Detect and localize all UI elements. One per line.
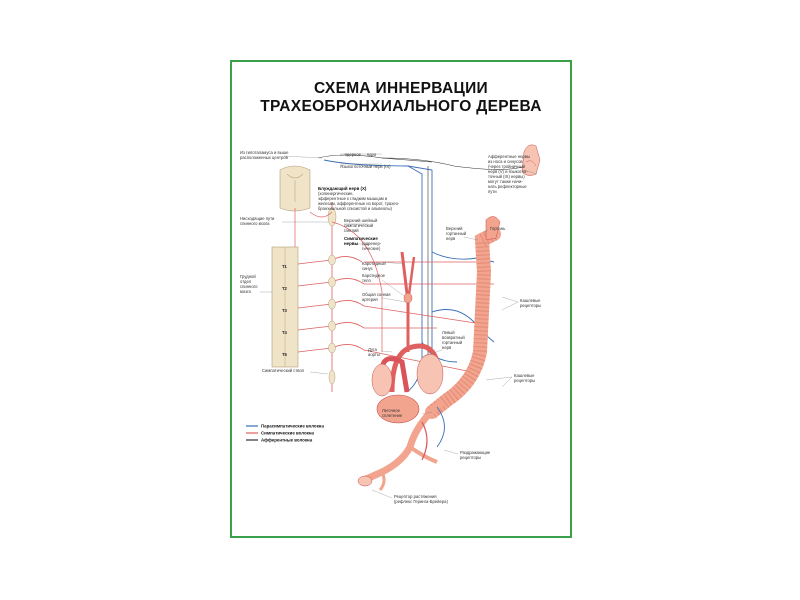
label-sympathetic-note-1: (адренер- — [362, 241, 382, 246]
legend: Парасимпатические волокна Симпатические … — [246, 424, 324, 443]
label-carotid-sinus-2: синус — [362, 266, 373, 271]
segment-t2: T2 — [282, 286, 288, 291]
label-nucleus: ... ядерное ... ядро — [340, 152, 377, 157]
left-lung — [416, 353, 444, 395]
head-profile — [521, 144, 541, 176]
label-hypothalamus-1: Из гипоталамуса и выше — [240, 150, 289, 155]
leader-lines — [260, 153, 538, 499]
segment-t5: T5 — [282, 352, 288, 357]
heart — [376, 394, 420, 424]
alveoli — [357, 475, 373, 487]
label-afferent-2: из носа и синусов — [488, 159, 523, 164]
sympathetic-chain — [297, 202, 365, 392]
title-line-2: ТРАХЕОБРОНХИАЛЬНОГО ДЕРЕВА — [260, 98, 542, 115]
label-thoracic-2: отдел — [240, 279, 252, 284]
spinal-cord — [271, 165, 311, 368]
label-afferent-5: точный (IX) нервы) — [488, 174, 525, 179]
larynx — [485, 216, 501, 241]
label-afferent-7: нать рефлекторные — [488, 184, 527, 189]
trachea — [357, 227, 501, 491]
label-larynx: Гортань — [490, 226, 506, 231]
label-afferent-3: (через тройничный — [488, 164, 526, 169]
label-vagus-desc-2: эфферентные к гладким мышцам и — [318, 196, 388, 201]
innervation-diagram: T1 T2 T3 T4 T5 — [240, 144, 541, 504]
label-upper-ganglion-1: Верхний шейный — [344, 218, 378, 223]
label-afferent-6: могут также начи- — [488, 179, 523, 184]
label-larynx-nerve-3: нерв — [446, 236, 456, 241]
label-descending-2: спинного мозга — [240, 221, 270, 226]
label-cough1-1: Кашлевые — [520, 298, 541, 303]
label-cough2-1: Кашлевые — [514, 373, 535, 378]
labels: Из гипоталамуса и выше расположенных цен… — [240, 150, 541, 504]
label-carotid-body-2: тело — [362, 278, 372, 283]
label-thoracic-1: Грудной — [240, 274, 256, 279]
carotid-body — [403, 292, 413, 304]
label-vagus-desc-1: (холинергические, — [318, 191, 354, 196]
label-carotid-sinus-1: Каротидный — [362, 261, 386, 266]
segment-t3: T3 — [282, 308, 288, 313]
label-sympathetic-nerves-1: Симпатические — [344, 236, 378, 241]
label-aortic-arch-2: аорты — [368, 352, 380, 357]
label-afferent-4: нерв (V) и языкогло- — [488, 169, 528, 174]
label-common-carotid-2: артерия — [362, 297, 378, 302]
segment-labels: T1 T2 T3 T4 T5 — [282, 264, 288, 357]
label-carotid-body-1: Каротидное — [362, 273, 386, 278]
label-upper-ganglion-2: симпатический — [344, 223, 374, 228]
label-vagus-desc-4: бронхиальной слизистой и альвеолы) — [318, 206, 392, 211]
label-recurrent-2: возвратный — [442, 335, 465, 340]
ganglia — [327, 207, 337, 385]
label-pulmonary-plexus-2: сплетение — [382, 413, 403, 418]
label-common-carotid-1: Общая сонная — [362, 292, 391, 297]
label-hypothalamus-2: расположенных центров — [240, 155, 289, 160]
label-pulmonary-plexus-1: Легочное — [382, 408, 401, 413]
right-lung — [371, 363, 393, 397]
label-thoracic-3: спинного — [240, 284, 258, 289]
label-afferent-8: пути — [488, 189, 497, 194]
label-brainstem: Симпатический ствол — [262, 368, 305, 373]
label-recurrent-3: гортанный — [442, 340, 463, 345]
label-sympathetic-note-2: гические) — [362, 246, 381, 251]
label-irritant-1: Раздражающие — [460, 450, 491, 455]
label-descending-1: Нисходящие пути — [240, 216, 275, 221]
label-glossopharyngeal: Языкоглоточный нерв (IX) — [340, 164, 391, 169]
label-stretch-2: (рефлекс Геринга-Брейера) — [394, 499, 449, 504]
label-cough1-2: рецепторы — [520, 303, 541, 308]
segment-t1: T1 — [282, 264, 288, 269]
label-recurrent-4: нерв — [442, 345, 452, 350]
label-vagus-desc-3: железам, афферентные из ворот, трахео- — [318, 201, 400, 206]
label-recurrent-1: Левый — [442, 330, 455, 335]
poster: СХЕМА ИННЕРВАЦИИ ТРАХЕОБРОНХИАЛЬНОГО ДЕР… — [230, 60, 572, 538]
segment-t4: T4 — [282, 330, 288, 335]
label-stretch-1: Рецептор растяжения — [394, 494, 437, 499]
legend-label-parasympathetic: Парасимпатические волокна — [261, 424, 324, 429]
label-larynx-nerve-1: Верхний — [446, 226, 463, 231]
label-afferent-1: Афферентные нервы — [488, 154, 530, 159]
label-sympathetic-nerves-2: нервы — [344, 241, 358, 246]
label-vagus-title: Блуждающий нерв (X) — [318, 186, 367, 191]
sympathetic-fibers — [331, 221, 494, 373]
label-larynx-nerve-2: гортанный — [446, 231, 467, 236]
label-upper-ganglion-3: ганглий — [344, 228, 359, 233]
label-cough2-2: рецепторы — [514, 378, 535, 383]
title-line-1: СХЕМА ИННЕРВАЦИИ — [314, 80, 488, 97]
legend-label-afferent: Афферентные волокна — [261, 438, 313, 443]
legend-label-sympathetic: Симпатические волокна — [261, 431, 314, 436]
label-aortic-arch-1: Дуга — [368, 347, 377, 352]
carotid-artery — [400, 251, 416, 352]
afferent-pathways — [317, 154, 531, 362]
label-irritant-2: рецепторы — [460, 455, 481, 460]
heart-aorta — [371, 343, 444, 424]
label-thoracic-4: мозга — [240, 289, 252, 294]
